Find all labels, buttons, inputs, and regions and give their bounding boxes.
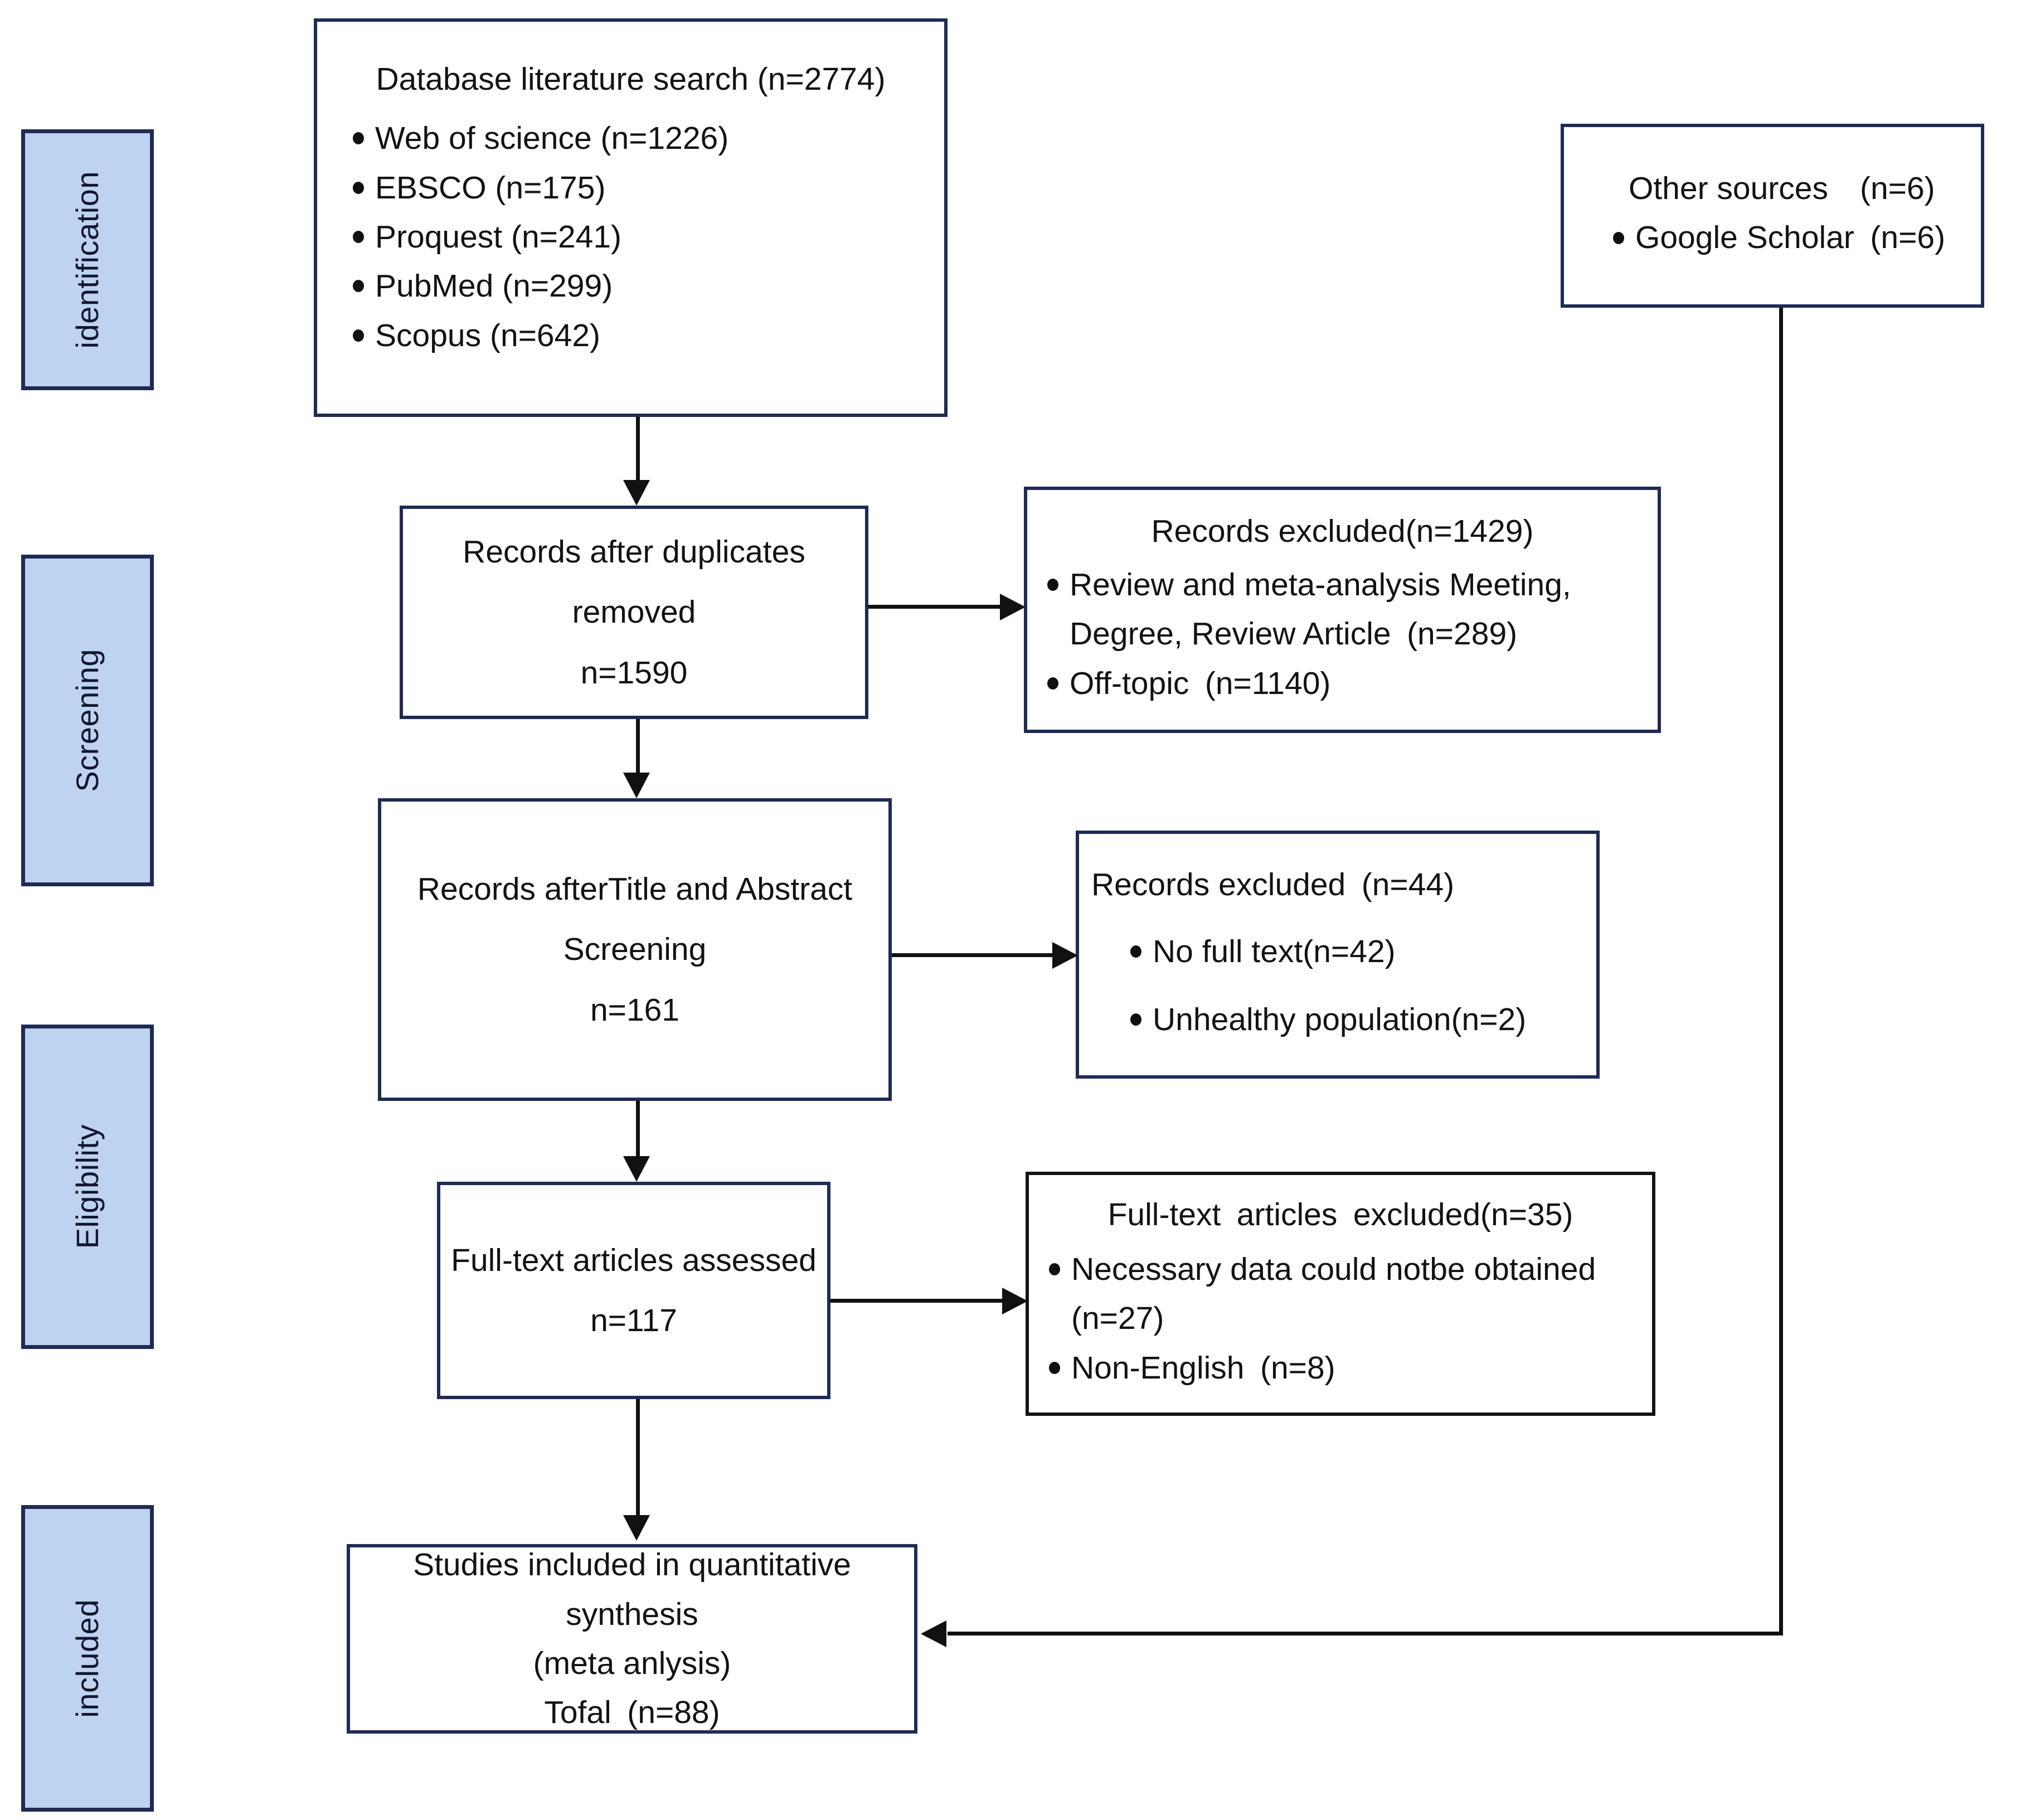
stage-label-eligibility-text: Eligibility: [70, 1124, 105, 1249]
connector-duplicates-to-title-abstract: [636, 719, 640, 773]
records-after-title-abstract-line1: Records afterTitle and Abstract: [417, 871, 853, 907]
stage-label-included: included: [21, 1505, 154, 1812]
list-item: Degree, Review Article (n=289): [1070, 616, 1518, 652]
arrowhead-left-to-studies-included: [921, 1620, 946, 1647]
records-after-duplicates-line3: n=1590: [580, 654, 688, 691]
connector-title-abstract-to-fulltext: [636, 1101, 640, 1157]
list-item: Review and meta-analysis Meeting,: [1044, 560, 1658, 609]
records-after-duplicates-text: Records after duplicates removed n=1590: [403, 522, 865, 703]
studies-included-text: Studies included in quantitative synthes…: [350, 1540, 914, 1737]
list-item: Proquest (n=241): [349, 212, 944, 261]
box-studies-included: Studies included in quantitative synthes…: [347, 1544, 917, 1734]
list-item: No full text(n=42): [1127, 927, 1596, 976]
records-excluded-44-title: Records excluded (n=44): [1091, 866, 1455, 902]
fulltext-assessed-line1: Full-text articles assessed: [451, 1242, 817, 1278]
other-sources-title: Other sources (n=6): [1629, 171, 1935, 207]
records-excluded-44-list: No full text(n=42) Unhealthy population(…: [1079, 927, 1596, 1045]
records-excluded-1429-list: Review and meta-analysis Meeting, Degree…: [1027, 560, 1658, 708]
records-after-duplicates-line2: removed: [572, 594, 696, 630]
box-records-after-duplicates: Records after duplicates removed n=1590: [400, 506, 868, 719]
connector-other-sources-vertical: [1779, 308, 1783, 1635]
other-sources-list: Google Scholar (n=6): [1564, 213, 1981, 262]
list-item: Google Scholar (n=6): [1610, 213, 1981, 262]
database-search-title: Database literature search (n=2774): [376, 61, 886, 97]
records-after-title-abstract-line3: n=161: [590, 992, 680, 1028]
connector-other-sources-horizontal: [948, 1632, 1783, 1635]
records-after-title-abstract-text: Records afterTitle and Abstract Screenin…: [381, 859, 888, 1040]
records-after-title-abstract-line2: Screening: [563, 931, 707, 968]
studies-included-line3: (meta anlysis): [533, 1646, 731, 1681]
box-other-sources: Other sources (n=6) Google Scholar (n=6): [1561, 124, 1984, 308]
records-after-duplicates-line1: Records after duplicates: [463, 534, 805, 570]
studies-included-line4: Tofal (n=88): [544, 1695, 720, 1731]
list-item: Off-topic (n=1140): [1044, 659, 1658, 708]
list-item: Web of science (n=1226): [349, 114, 944, 163]
stage-label-included-text: included: [70, 1599, 105, 1718]
arrowhead-down-to-duplicates: [623, 480, 650, 506]
arrowhead-down-to-title-abstract: [623, 773, 650, 798]
connector-fulltext-to-excluded-35: [830, 1299, 1006, 1303]
records-excluded-1429-title: Records excluded(n=1429): [1151, 513, 1534, 549]
list-item: (n=27): [1071, 1300, 1164, 1337]
arrowhead-down-to-fulltext: [623, 1156, 650, 1182]
fulltext-assessed-line2: n=117: [590, 1303, 677, 1338]
box-database-search: Database literature search (n=2774) Web …: [314, 18, 948, 417]
connector-duplicates-to-excluded-1429: [868, 605, 1002, 609]
list-item: Scopus (n=642): [349, 311, 944, 360]
fulltext-excluded-35-title: Full-text articles excluded(n=35): [1107, 1196, 1573, 1232]
box-records-excluded-44: Records excluded (n=44) No full text(n=4…: [1076, 831, 1600, 1079]
fulltext-assessed-text: Full-text articles assessed n=117: [440, 1230, 827, 1351]
stage-label-eligibility: Eligibility: [21, 1025, 154, 1349]
connector-fulltext-to-studies-included: [636, 1399, 640, 1516]
stage-label-identification-text: identification: [70, 171, 105, 349]
connector-database-to-duplicates: [636, 417, 640, 481]
list-item: PubMed (n=299): [349, 261, 944, 310]
box-fulltext-excluded-35: Full-text articles excluded(n=35) Necess…: [1026, 1172, 1655, 1416]
list-item: Non-English (n=8): [1046, 1343, 1652, 1392]
arrowhead-right-to-excluded-1429: [1000, 594, 1026, 620]
list-item: Necessary data could notbe obtained: [1046, 1245, 1652, 1294]
list-item: EBSCO (n=175): [349, 163, 944, 212]
arrowhead-right-to-excluded-44: [1052, 942, 1078, 969]
box-records-after-title-abstract: Records afterTitle and Abstract Screenin…: [378, 798, 892, 1101]
studies-included-line2: synthesis: [566, 1596, 698, 1632]
box-records-excluded-1429: Records excluded(n=1429) Review and meta…: [1024, 487, 1661, 733]
studies-included-line1: Studies included in quantitative: [413, 1547, 851, 1583]
box-fulltext-assessed: Full-text articles assessed n=117: [437, 1182, 830, 1399]
connector-title-abstract-to-excluded-44: [892, 953, 1056, 957]
fulltext-excluded-35-list: Necessary data could notbe obtained (n=2…: [1029, 1245, 1652, 1392]
arrowhead-down-to-studies-included: [623, 1515, 650, 1541]
arrowhead-right-to-excluded-35: [1002, 1288, 1028, 1314]
stage-label-identification: identification: [21, 129, 154, 390]
list-item: Unhealthy population(n=2): [1127, 995, 1596, 1044]
stage-label-screening: Screening: [21, 555, 154, 886]
database-search-list: Web of science (n=1226) EBSCO (n=175) Pr…: [317, 114, 944, 360]
stage-label-screening-text: Screening: [70, 649, 105, 792]
